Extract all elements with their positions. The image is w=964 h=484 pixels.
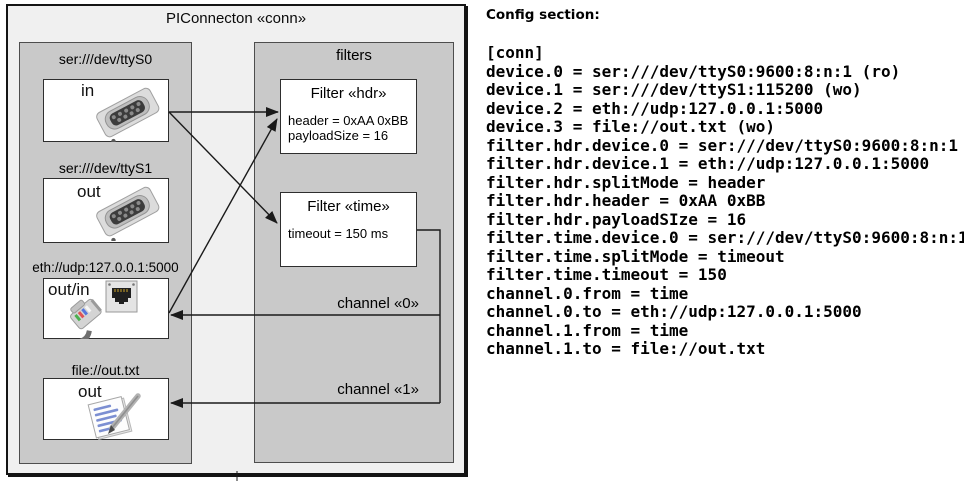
filter-hdr-box: Filter «hdr» header = 0xAA 0xBB payloadS… xyxy=(280,79,417,154)
filter-time-box: Filter «time» timeout = 150 ms xyxy=(280,192,417,267)
device-box-ttys0: in xyxy=(43,79,169,142)
device-direction-label: out xyxy=(78,382,102,401)
device-box-file: out xyxy=(43,378,169,440)
devices-panel: ser:///dev/ttyS0 in xyxy=(19,42,192,464)
device-uri-ttys1: ser:///dev/ttyS1 xyxy=(58,160,153,176)
text-file-pen-icon xyxy=(87,393,141,440)
config-section-heading: Config section: xyxy=(486,7,600,23)
channel-1-label: channel «1» xyxy=(337,381,419,398)
filter-property: payloadSize = 16 xyxy=(288,128,389,143)
filter-property: header = 0xAA 0xBB xyxy=(288,113,409,128)
device-uri-ttys0: ser:///dev/ttyS0 xyxy=(58,51,153,67)
channel-0-label: channel «0» xyxy=(337,295,419,312)
serial-db9-connector-icon xyxy=(96,87,160,142)
device-direction-label: in xyxy=(81,81,95,100)
filter-time-properties: timeout = 150 ms xyxy=(288,226,388,241)
config-section-body: [conn] device.0 = ser:///dev/ttyS0:9600:… xyxy=(486,43,964,358)
serial-db9-connector-icon xyxy=(96,186,160,241)
filters-panel-title: filters xyxy=(336,47,372,64)
diagram-title: PIConnecton «conn» xyxy=(165,10,307,27)
filter-property: timeout = 150 ms xyxy=(288,226,389,241)
device-uri-file: file://out.txt xyxy=(71,362,140,378)
device-uri-eth: eth://udp:127.0.0.1:5000 xyxy=(32,260,179,275)
piconnecton-diagram: PIConnecton «conn» ser:///dev/ttyS0 in xyxy=(6,4,466,475)
device-direction-label: out xyxy=(77,182,101,201)
ethernet-plug-icon xyxy=(70,298,102,339)
device-box-eth: out/in xyxy=(43,278,169,339)
filter-hdr-title: Filter «hdr» xyxy=(310,85,387,102)
device-box-ttys1: out xyxy=(43,178,169,243)
filter-time-title: Filter «time» xyxy=(307,198,390,215)
filters-panel: filters Filter «hdr» header = 0xAA 0xBB … xyxy=(254,42,454,463)
ethernet-port-icon xyxy=(105,280,138,313)
device-direction-label: out/in xyxy=(48,280,90,299)
filter-hdr-properties: header = 0xAA 0xBB payloadSize = 16 xyxy=(288,113,408,143)
